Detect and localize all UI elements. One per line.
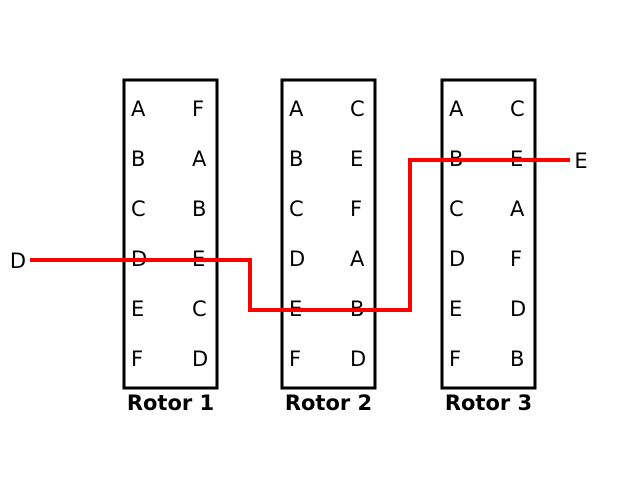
rotor-right-letter: B <box>192 197 206 221</box>
rotor-left-letter: A <box>289 97 304 121</box>
rotor-right-letter: D <box>192 347 208 371</box>
rotor-left-letter: B <box>289 147 303 171</box>
rotor-left-letter: F <box>289 347 301 371</box>
rotor-right-letter: C <box>350 97 365 121</box>
rotor-right-letter: C <box>510 97 525 121</box>
rotor-box <box>440 78 537 390</box>
rotor-title: Rotor 1 <box>127 391 214 415</box>
rotor-left-letter: E <box>449 297 462 321</box>
rotor-right-letter: D <box>510 297 526 321</box>
signal-path <box>30 158 570 312</box>
rotor-left-letter: A <box>449 97 464 121</box>
rotor-right-letter: E <box>350 147 363 171</box>
input-letter: D <box>10 249 26 273</box>
rotor-right-letter: A <box>192 147 207 171</box>
rotor-left-letter: F <box>131 347 143 371</box>
rotor-left-letter: D <box>449 247 465 271</box>
rotor-right-letter: A <box>350 247 365 271</box>
rotor-right-letter: A <box>510 197 525 221</box>
rotor-title: Rotor 2 <box>285 391 372 415</box>
rotor-right-letter: D <box>350 347 366 371</box>
rotor-box <box>122 78 219 390</box>
rotor-right-letter: B <box>510 347 524 371</box>
rotor-box <box>280 78 377 390</box>
rotor-left-letter: F <box>449 347 461 371</box>
rotor-right-letter: F <box>192 97 204 121</box>
rotor-left-letter: C <box>449 197 464 221</box>
rotor-left-letter: C <box>131 197 146 221</box>
rotor-left-letter: B <box>131 147 145 171</box>
rotor-right-letter: C <box>192 297 207 321</box>
output-letter: E <box>574 149 587 173</box>
rotor-left-letter: D <box>289 247 305 271</box>
rotor-right-letter: F <box>510 247 522 271</box>
rotor-left-letter: A <box>131 97 146 121</box>
rotor-left-letter: C <box>289 197 304 221</box>
rotor-title: Rotor 3 <box>445 391 532 415</box>
rotor-left-letter: E <box>131 297 144 321</box>
rotor-right-letter: F <box>350 197 362 221</box>
